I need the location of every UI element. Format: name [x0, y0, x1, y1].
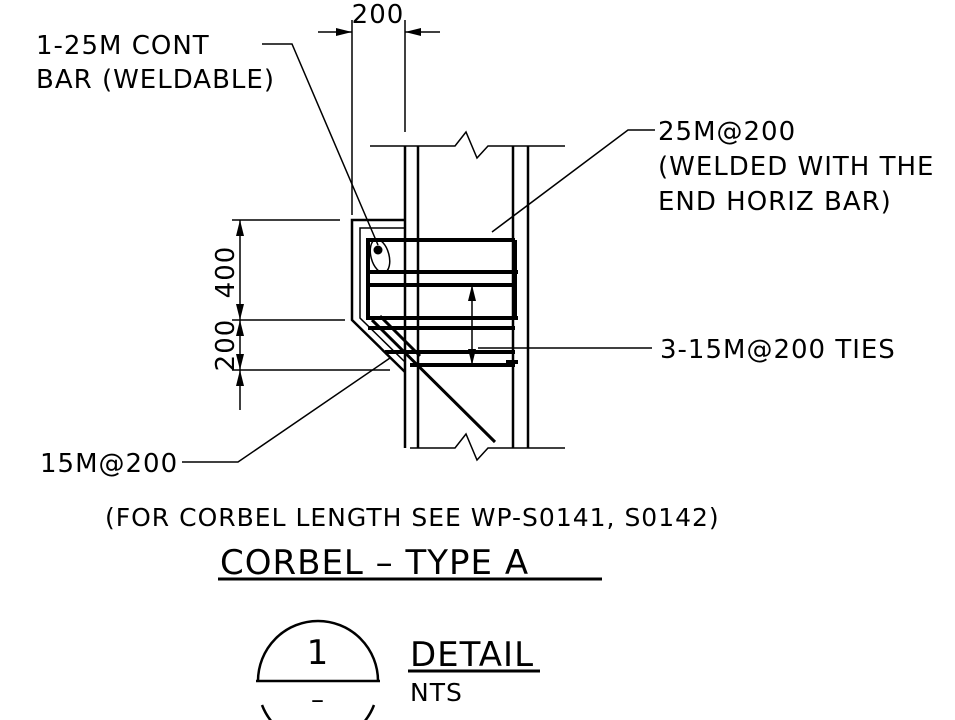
detail-word: DETAIL [410, 635, 534, 675]
detail-number: 1 [307, 633, 330, 673]
cont-bar-label-line1: 1-25M CONT [36, 31, 210, 61]
top-bar-label-line1: 25M@200 [658, 117, 796, 147]
wall-outline [370, 130, 565, 462]
top-bar-label-line3: END HORIZ BAR) [658, 187, 892, 217]
diagonal-bar-label: 15M@200 [40, 449, 178, 479]
corbel-reinforcement [366, 238, 518, 444]
dimension-400-text: 400 [211, 246, 241, 299]
corbel-outline [350, 218, 406, 373]
detail-scale: NTS [410, 678, 463, 707]
leader-lines [182, 43, 655, 463]
left-dimensions: 400 200 [211, 219, 390, 410]
corbel-length-note: (FOR CORBEL LENGTH SEE WP-S0141, S0142) [105, 503, 720, 532]
detail-tag: 1 – DETAIL NTS [256, 619, 540, 720]
top-bar-label-line2: (WELDED WITH THE [658, 152, 934, 182]
cont-bar-label-line2: BAR (WELDABLE) [36, 65, 275, 95]
dimension-200-side-text: 200 [211, 319, 241, 372]
ties-label: 3-15M@200 TIES [660, 335, 896, 365]
tie-spacing-dimension [468, 285, 476, 365]
detail-sheet: – [311, 685, 325, 715]
drawing-title: CORBEL – TYPE A [220, 543, 529, 583]
top-width-dimension: 200 [318, 0, 440, 215]
top-dimension-text: 200 [352, 0, 405, 30]
